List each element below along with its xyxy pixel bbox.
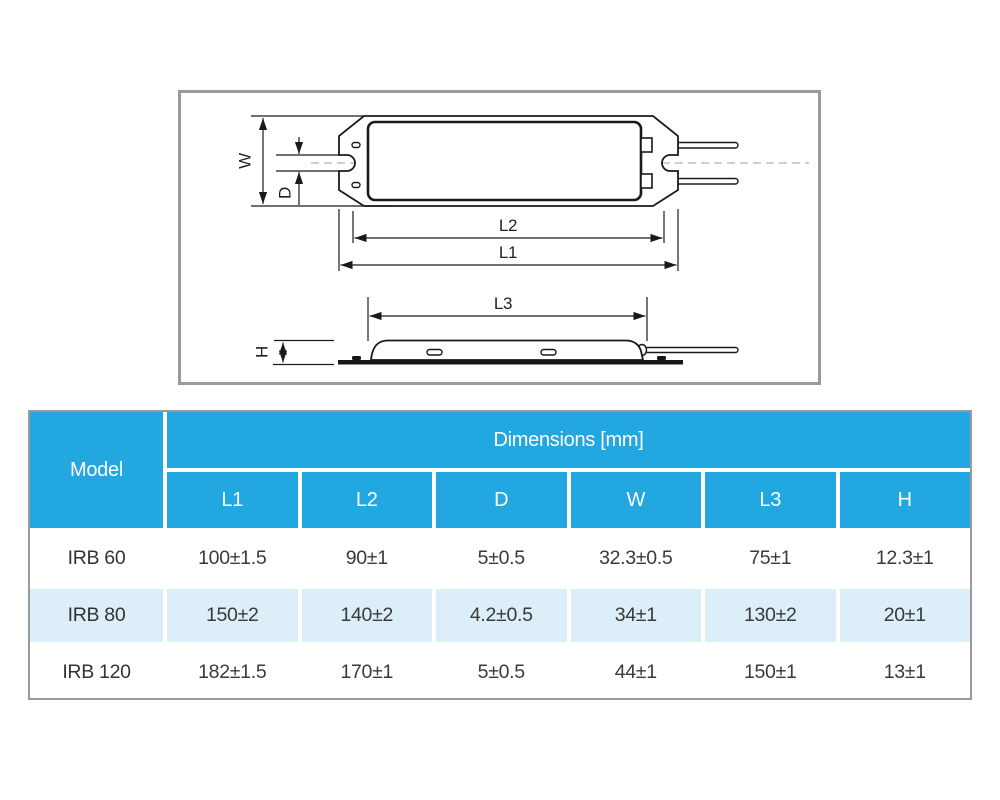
vent-slot	[351, 181, 361, 189]
model-column-header: Model	[30, 412, 163, 528]
value-cell-l1: 100±1.5	[167, 532, 298, 585]
column-header-l1: L1	[167, 472, 298, 528]
side-slot	[540, 348, 557, 356]
technical-drawing-panel: W D L2 L1 L3	[178, 90, 821, 385]
top-view: W D L2 L1	[236, 115, 809, 271]
dim-label-h: H	[253, 346, 272, 358]
column-header-l2: L2	[301, 472, 432, 528]
value-cell-d: 5±0.5	[436, 646, 567, 698]
dimensions-group-header: Dimensions [mm]	[167, 412, 970, 468]
value-cell-l2: 90±1	[301, 532, 432, 585]
column-header-h: H	[839, 472, 970, 528]
value-cell-h: 20±1	[839, 589, 970, 642]
vent-slot	[351, 141, 361, 149]
value-cell-l1: 150±2	[167, 589, 298, 642]
value-cell-d: 5±0.5	[436, 532, 567, 585]
value-cell-w: 34±1	[570, 589, 701, 642]
resistor-dimension-drawing: W D L2 L1 L3	[236, 115, 809, 366]
resistor-body	[366, 120, 643, 202]
value-cell-d: 4.2±0.5	[436, 589, 567, 642]
value-cell-l3: 75±1	[705, 532, 836, 585]
dimensions-table: Model Dimensions [mm] L1 L2 D W L3 H IRB…	[28, 410, 972, 700]
column-header-d: D	[436, 472, 567, 528]
value-cell-l1: 182±1.5	[167, 646, 298, 698]
model-cell: IRB 60	[30, 532, 163, 585]
value-cell-w: 32.3±0.5	[570, 532, 701, 585]
value-cell-h: 12.3±1	[839, 532, 970, 585]
side-view: L3 H	[253, 294, 739, 366]
resistor-body-profile	[370, 339, 645, 361]
terminal	[640, 173, 653, 189]
dim-label-l3: L3	[494, 294, 512, 313]
dim-label-w: W	[236, 153, 255, 169]
model-cell: IRB 80	[30, 589, 163, 642]
mounting-foot	[657, 356, 666, 360]
dim-label-l1: L1	[499, 243, 517, 262]
value-cell-h: 13±1	[839, 646, 970, 698]
side-slot	[426, 348, 443, 356]
value-cell-l2: 140±2	[301, 589, 432, 642]
lead-wire-side	[644, 346, 739, 354]
column-header-w: W	[570, 472, 701, 528]
model-cell: IRB 120	[30, 646, 163, 698]
terminal	[640, 137, 653, 153]
value-cell-w: 44±1	[570, 646, 701, 698]
value-cell-l2: 170±1	[301, 646, 432, 698]
dim-label-d: D	[276, 187, 295, 199]
base-plate	[338, 360, 683, 365]
value-cell-l3: 150±1	[705, 646, 836, 698]
mounting-foot	[352, 356, 361, 360]
column-header-l3: L3	[705, 472, 836, 528]
dim-label-l2: L2	[499, 216, 517, 235]
value-cell-l3: 130±2	[705, 589, 836, 642]
